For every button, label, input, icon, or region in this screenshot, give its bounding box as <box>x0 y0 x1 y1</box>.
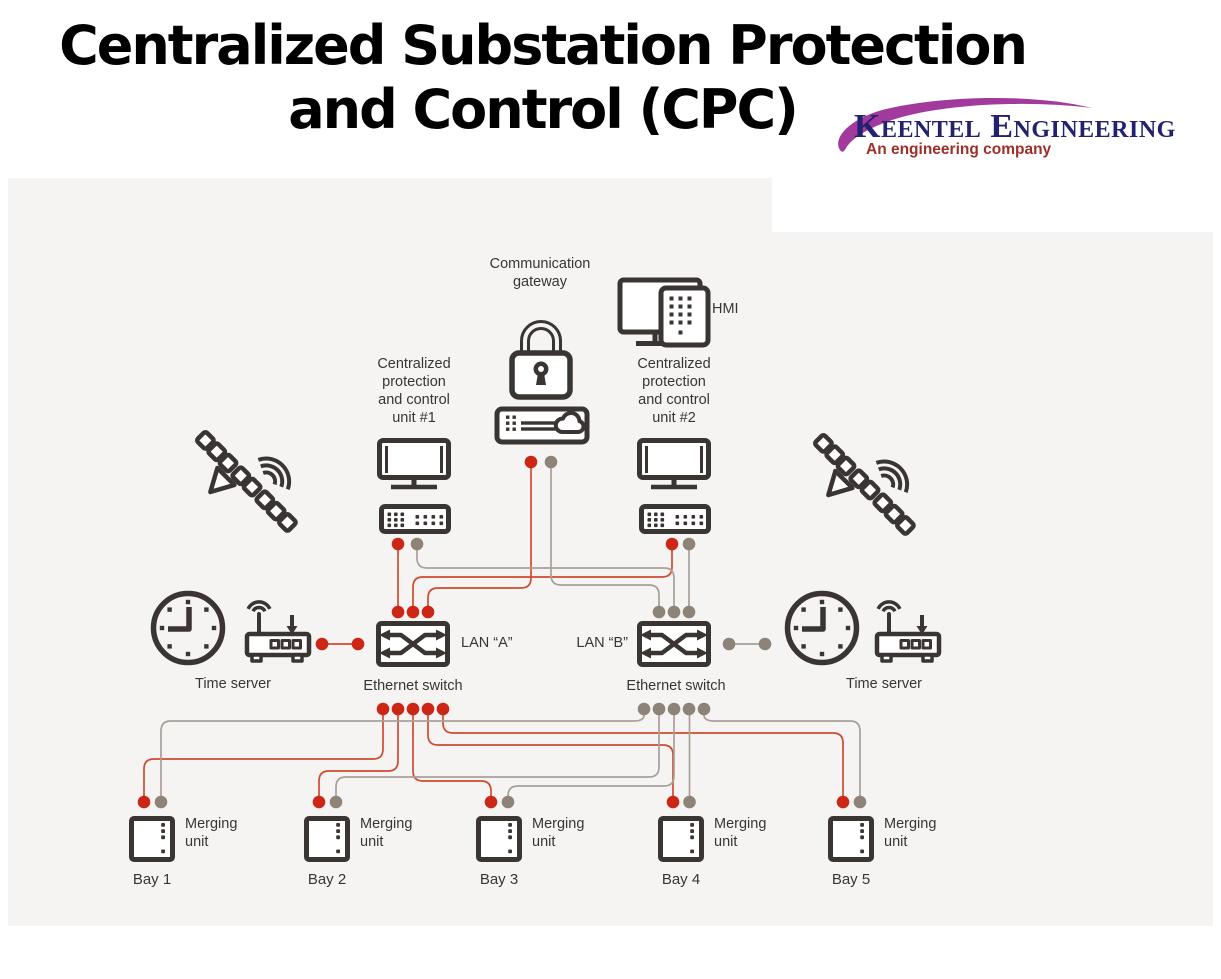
padlock-icon <box>509 320 573 400</box>
time-server-left-label: Time server <box>195 676 271 692</box>
lan-b-port-dots <box>154 455 867 809</box>
clock-left-icon <box>154 594 223 663</box>
ethernet-switch-b-label: Ethernet switch <box>626 678 726 694</box>
ethernet-switch-b-icon <box>640 624 709 665</box>
merging-unit-2-icon <box>307 819 348 860</box>
bay-2-label: Bay 2 <box>307 871 347 888</box>
merging-unit-1-label: Merging unit <box>185 816 238 850</box>
merging-unit-3-icon <box>479 819 520 860</box>
communication-gateway-label: Communication gateway <box>489 256 591 290</box>
merging-unit-2-label: Merging unit <box>360 816 413 850</box>
lan-b-wires <box>160 468 861 799</box>
bay-1-label: Bay 1 <box>132 871 172 888</box>
ethernet-switch-a-icon <box>379 624 448 665</box>
logo-swoosh-icon <box>838 97 1092 152</box>
page-title: Centralized Substation Protection and Co… <box>59 14 1028 141</box>
gateway-device-icon <box>494 406 590 445</box>
cpc1-keyboard-icon <box>382 507 449 532</box>
lan-b-label: LAN “B” <box>576 635 628 651</box>
cpc2-keyboard-icon <box>642 507 709 532</box>
logo-tagline: An engineering company <box>866 141 1052 158</box>
logo-company-name: Keentel Engineering <box>854 108 1176 145</box>
lan-a-port-dots <box>137 455 850 809</box>
merging-unit-5-icon <box>831 819 872 860</box>
merging-unit-1-icon <box>132 819 173 860</box>
clock-right-icon <box>788 594 857 663</box>
merging-unit-4-label: Merging unit <box>714 816 767 850</box>
cpc-unit-2-label: Centralized protection and control unit … <box>637 356 711 426</box>
company-logo: Keentel Engineering An engineering compa… <box>828 94 1210 166</box>
lan-a-label: LAN “A” <box>461 635 513 651</box>
diagram-background <box>8 178 1213 926</box>
merging-unit-5-label: Merging unit <box>884 816 937 850</box>
hmi-label: HMI <box>712 301 739 317</box>
bay-4-label: Bay 4 <box>661 871 701 888</box>
ethernet-switch-a-label: Ethernet switch <box>363 678 463 694</box>
merging-unit-3-label: Merging unit <box>532 816 585 850</box>
cpc-unit-1-label: Centralized protection and control unit … <box>377 356 451 426</box>
bay-5-label: Bay 5 <box>831 871 871 888</box>
diagram-background-notch <box>772 178 1213 232</box>
time-server-right-label: Time server <box>846 676 922 692</box>
hmi-monitor-tablet-icon <box>617 277 711 348</box>
bay-3-label: Bay 3 <box>479 871 519 888</box>
merging-unit-4-icon <box>661 819 702 860</box>
